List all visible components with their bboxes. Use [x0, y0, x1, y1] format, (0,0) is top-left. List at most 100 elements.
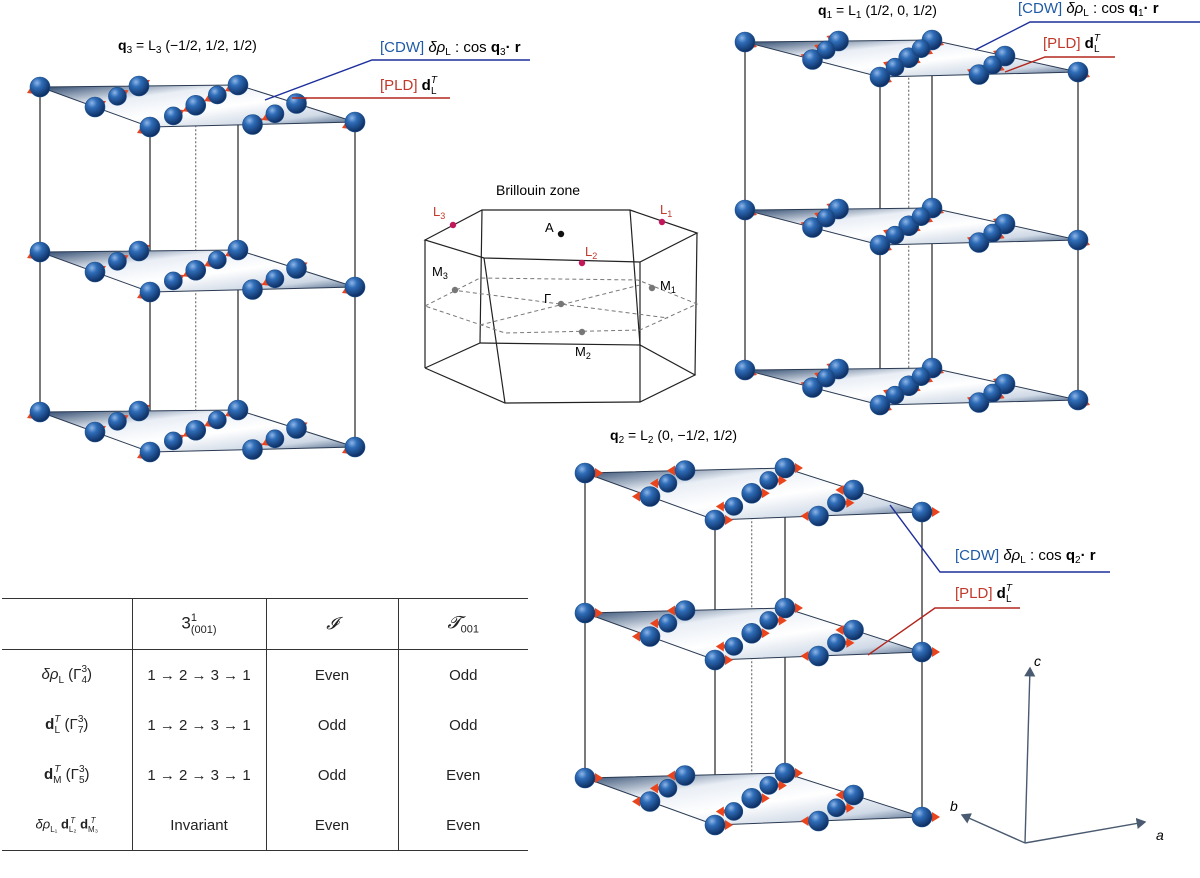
atom — [724, 497, 744, 516]
displacement-arrow-head — [800, 651, 809, 661]
atom — [911, 501, 933, 523]
displacement-arrow-head — [761, 793, 770, 804]
atom — [911, 641, 933, 663]
atom — [286, 418, 307, 439]
panel-q1-lattice — [734, 29, 1090, 416]
q3-title: q3 = L3 (−1/2, 1/2, 1/2) — [118, 37, 257, 56]
axes-indicator — [960, 666, 1147, 844]
displacement-arrow-head — [800, 511, 809, 521]
displacement-arrow-head — [778, 780, 787, 791]
atom — [265, 269, 285, 289]
atom — [741, 482, 763, 504]
q2-pld-leader — [867, 607, 1020, 656]
atom — [1067, 389, 1089, 411]
bz-point-L2 — [578, 259, 586, 267]
atom — [658, 474, 678, 493]
displacement-arrow-head — [632, 796, 640, 807]
displacement-arrow-head — [846, 637, 855, 648]
atom — [639, 626, 661, 647]
displacement-arrow-head — [846, 497, 855, 508]
axis-a — [1024, 817, 1147, 844]
displacement-arrow-head — [667, 465, 675, 476]
bz-point-M1 — [648, 284, 656, 292]
atom — [983, 55, 1002, 75]
atom — [574, 767, 596, 789]
atom — [704, 814, 726, 836]
atom — [208, 85, 227, 105]
atom — [185, 419, 207, 441]
displacement-arrow-head — [715, 641, 724, 652]
row-time-reversal: Odd — [397, 700, 528, 750]
q1-cdw-label: [CDW] δρL : cos q1· r — [1018, 0, 1159, 19]
atom — [108, 87, 127, 106]
atom — [227, 74, 249, 96]
atom — [885, 225, 905, 245]
atom — [704, 649, 726, 671]
atom — [227, 399, 249, 421]
displacement-arrow-head — [725, 515, 733, 525]
atom — [802, 217, 823, 238]
atom — [658, 779, 678, 798]
atom — [704, 509, 726, 531]
bz-label-L3: L3 — [433, 204, 445, 221]
bz-label-L1: L1 — [660, 202, 672, 219]
atom — [983, 383, 1002, 403]
bz-label-M3: M3 — [432, 264, 448, 281]
displacement-arrow-head — [649, 478, 658, 489]
atom — [816, 368, 836, 388]
bz-bottom-edges — [424, 342, 697, 404]
row-inversion: Odd — [265, 750, 398, 800]
atom — [84, 96, 106, 118]
table-header-time-reversal: 𝓣001 — [397, 598, 528, 650]
atom — [108, 412, 127, 431]
atom — [808, 505, 829, 527]
atom — [242, 439, 263, 460]
atom — [128, 240, 150, 262]
atom — [724, 802, 744, 821]
atom — [808, 645, 829, 667]
axis-label-c: c — [1034, 653, 1041, 669]
atom — [869, 234, 891, 256]
panel-q2-lattice — [574, 457, 940, 836]
atom — [29, 241, 51, 263]
atom — [344, 276, 366, 298]
atom — [674, 765, 696, 786]
atom — [265, 104, 285, 124]
atom — [774, 457, 796, 479]
q2-title: q2 = L2 (0, −1/2, 1/2) — [610, 427, 737, 446]
row-rotation: 1 → 2 → 3 → 1 — [131, 750, 266, 800]
row-time-reversal: Even — [397, 750, 528, 800]
q1-cdw-leader — [974, 21, 1200, 51]
displacement-arrow-head — [778, 475, 787, 486]
displacement-arrow-head — [649, 783, 658, 794]
atom — [734, 199, 756, 221]
row-rotation: 1 → 2 → 3 → 1 — [131, 649, 266, 700]
atom — [344, 111, 366, 133]
atom — [741, 787, 763, 809]
bz-title: Brillouin zone — [496, 182, 580, 198]
atom — [574, 602, 596, 624]
atom — [286, 258, 307, 279]
atom — [968, 64, 990, 85]
row-time-reversal: Odd — [397, 649, 528, 700]
bz-label-M1: M1 — [660, 278, 676, 295]
displacement-arrow-head — [932, 507, 940, 517]
atom — [139, 281, 161, 303]
displacement-arrow-head — [632, 491, 640, 502]
row-inversion: Even — [265, 649, 398, 700]
atom — [639, 791, 661, 812]
row-time-reversal: Even — [397, 800, 528, 851]
atom — [843, 619, 864, 641]
atom — [802, 49, 823, 70]
displacement-arrow-head — [835, 625, 844, 635]
atom — [759, 611, 779, 630]
